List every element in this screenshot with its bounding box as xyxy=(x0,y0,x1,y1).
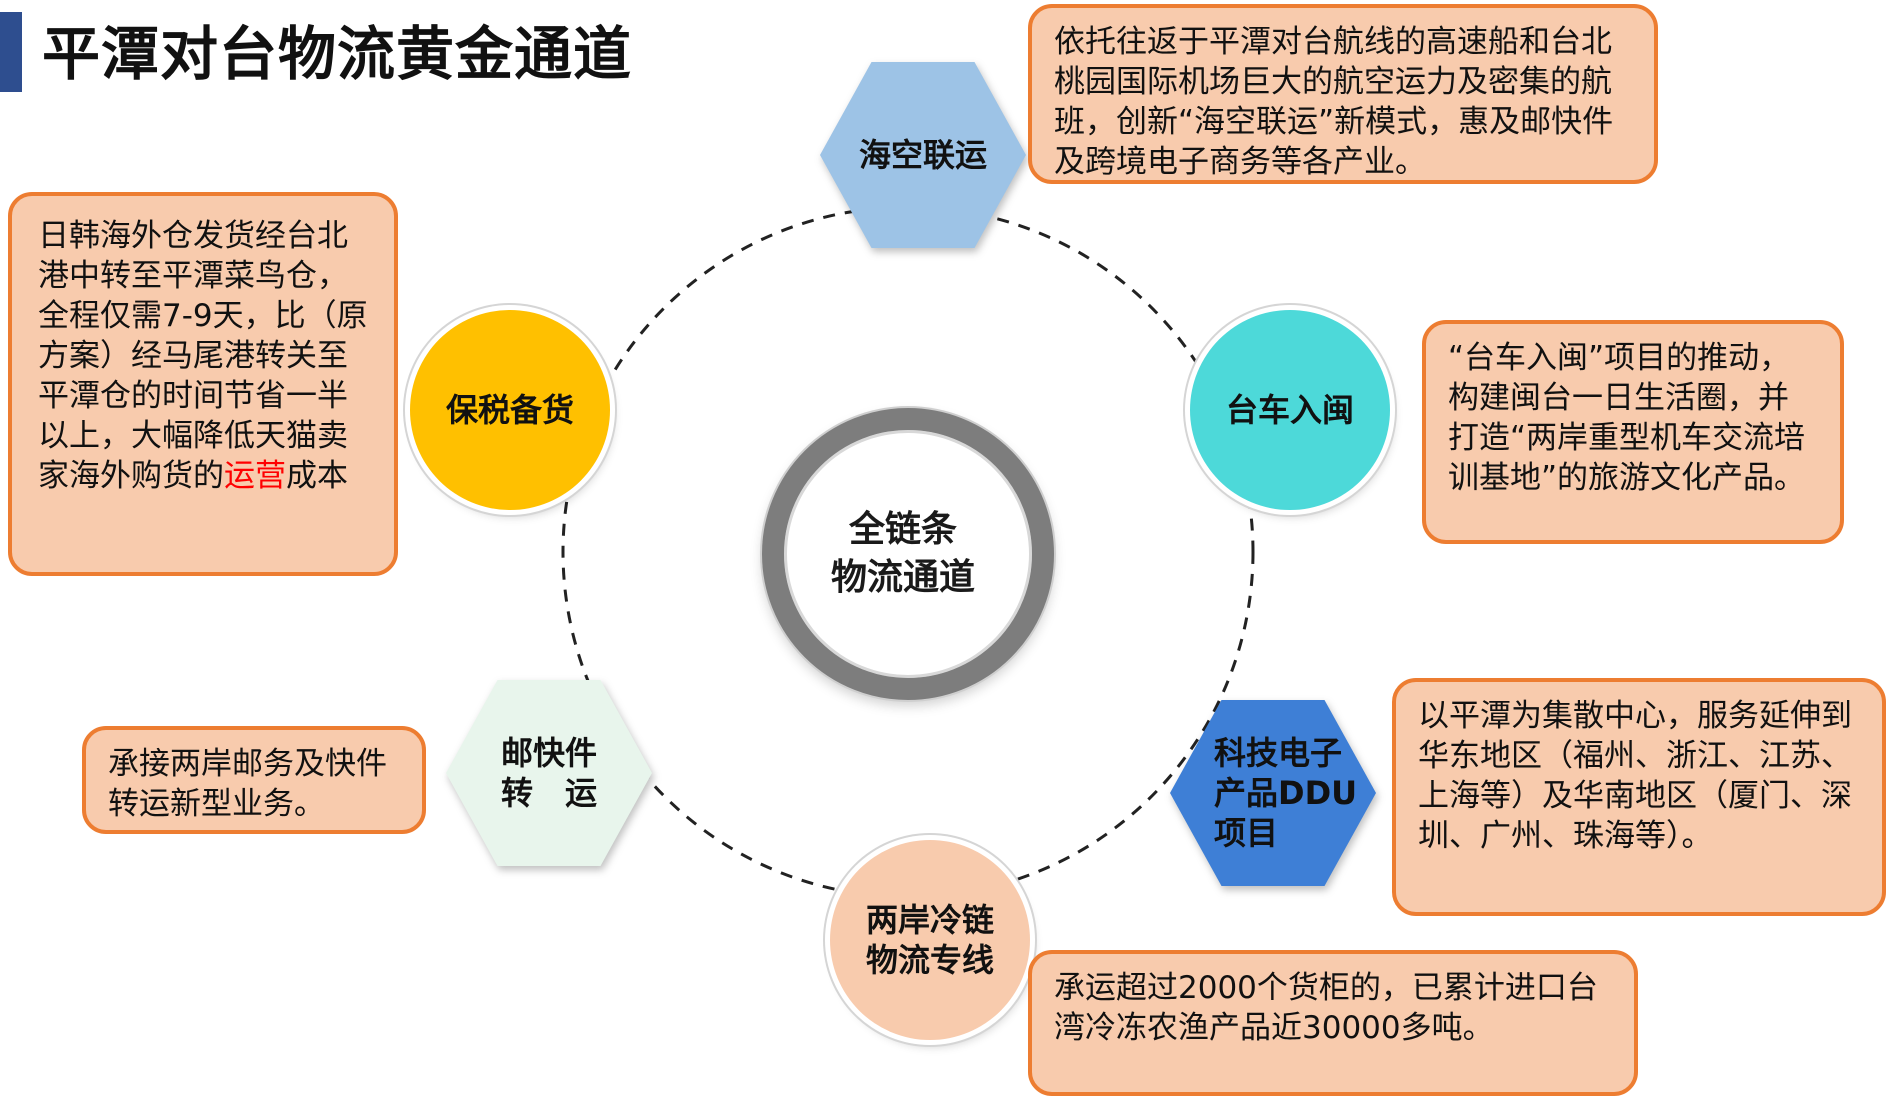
page-title: 平潭对台物流黄金通道 xyxy=(42,20,633,88)
node-ddu: 科技电子 产品DDU 项目 xyxy=(1170,700,1376,886)
desc-postal: 承接两岸邮务及快件转运新型业务。 xyxy=(82,726,426,834)
desc-sea-air: 依托往返于平潭对台航线的高速船和台北桃园国际机场巨大的航空运力及密集的航班，创新… xyxy=(1028,4,1658,184)
node-sea-air: 海空联运 xyxy=(820,62,1026,248)
node-sea-air-label: 海空联运 xyxy=(820,62,1026,248)
node-ddu-label: 科技电子 产品DDU 项目 xyxy=(1170,700,1376,886)
desc-bonded-highlight: 运营 xyxy=(224,458,286,494)
desc-bonded-text: 日韩海外仓发货经台北港中转至平潭菜鸟仓，全程仅需7-9天，比（原方案）经马尾港转… xyxy=(38,218,368,494)
desc-bonded: 日韩海外仓发货经台北港中转至平潭菜鸟仓，全程仅需7-9天，比（原方案）经马尾港转… xyxy=(8,192,398,576)
node-postal: 邮快件 转 运 xyxy=(446,680,652,866)
desc-cold-chain: 承运超过2000个货柜的，已累计进口台湾冷冻农渔产品近30000多吨。 xyxy=(1028,950,1638,1096)
desc-taiwan-car: “台车入闽”项目的推动，构建闽台一日生活圈，并打造“两岸重型机车交流培训基地”的… xyxy=(1422,320,1844,544)
node-bonded: 保税备货 xyxy=(410,310,610,510)
center-circle: 全链条 物流通道 xyxy=(762,408,1054,700)
title-accent-bar xyxy=(0,12,22,92)
desc-bonded-text-end: 成本 xyxy=(286,458,348,494)
dashed-ring-circle xyxy=(561,205,1255,899)
node-cold-chain: 两岸冷链 物流专线 xyxy=(830,840,1030,1040)
center-label: 全链条 物流通道 xyxy=(830,509,975,598)
node-taiwan-car: 台车入闽 xyxy=(1190,310,1390,510)
node-postal-label: 邮快件 转 运 xyxy=(446,680,652,866)
desc-ddu: 以平潭为集散中心，服务延伸到华东地区（福州、浙江、江苏、上海等）及华南地区（厦门… xyxy=(1392,678,1886,916)
